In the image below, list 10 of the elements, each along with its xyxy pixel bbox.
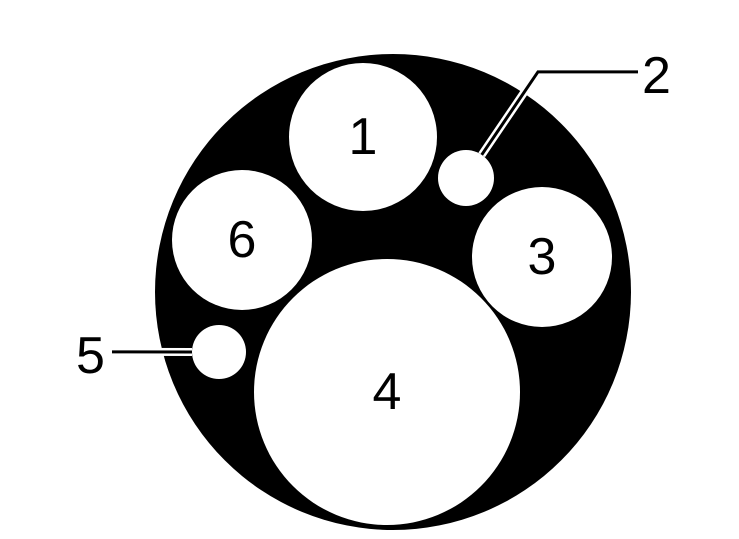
callout-number: 5 — [76, 330, 105, 382]
part-number: 3 — [528, 231, 556, 283]
part-number: 4 — [372, 366, 402, 418]
leader-line — [478, 68, 638, 158]
callout-number: 2 — [642, 50, 671, 102]
small-circle — [192, 325, 246, 379]
small-circle — [438, 150, 494, 206]
part-number: 1 — [348, 111, 378, 163]
part-number: 6 — [228, 214, 256, 266]
leader-line — [112, 348, 192, 356]
